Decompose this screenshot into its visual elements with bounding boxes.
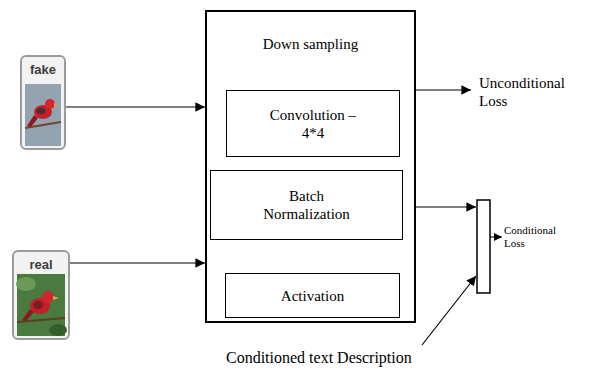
- condition-arrow: [422, 276, 476, 345]
- layer-box: Activation: [225, 273, 400, 318]
- output-arrow: [416, 89, 471, 90]
- image-tag: fake: [30, 62, 56, 77]
- layer-box: Batch Normalization: [210, 170, 403, 240]
- image-card: real: [12, 250, 70, 340]
- bird-wing: [33, 301, 43, 309]
- bird-head: [45, 99, 55, 109]
- output-label: Conditional Loss: [504, 224, 566, 250]
- bird-wing: [36, 108, 46, 115]
- layer-name: Batch Normalization: [257, 187, 357, 223]
- bird-beak: [53, 296, 59, 300]
- layer-name: Activation: [281, 287, 344, 305]
- photo-ground: [25, 84, 61, 146]
- output-arrow: [416, 206, 476, 207]
- bird-beak: [54, 103, 59, 107]
- image-card: fake: [20, 55, 66, 150]
- image-tag: real: [29, 257, 52, 272]
- block-title: Down sampling: [263, 36, 358, 53]
- bird-tail: [27, 115, 38, 127]
- card-ground: [13, 251, 69, 339]
- condition-label: Conditioned text Description: [226, 348, 412, 367]
- layer-box: Convolution – 4*4: [226, 90, 400, 157]
- block-box: Down samplingConvolution – 4*4Batch Norm…: [205, 10, 416, 323]
- input-arrow: [70, 262, 205, 263]
- leaf-patch: [49, 324, 67, 336]
- output-label: Unconditional Loss: [479, 74, 569, 110]
- output-arrow: [490, 237, 502, 238]
- leaf-patch: [16, 277, 36, 291]
- concat-bar: [477, 200, 490, 293]
- layer-name: Convolution – 4*4: [263, 106, 363, 142]
- bird-head: [42, 291, 54, 303]
- input-arrow: [66, 106, 205, 107]
- card-ground: [21, 56, 65, 149]
